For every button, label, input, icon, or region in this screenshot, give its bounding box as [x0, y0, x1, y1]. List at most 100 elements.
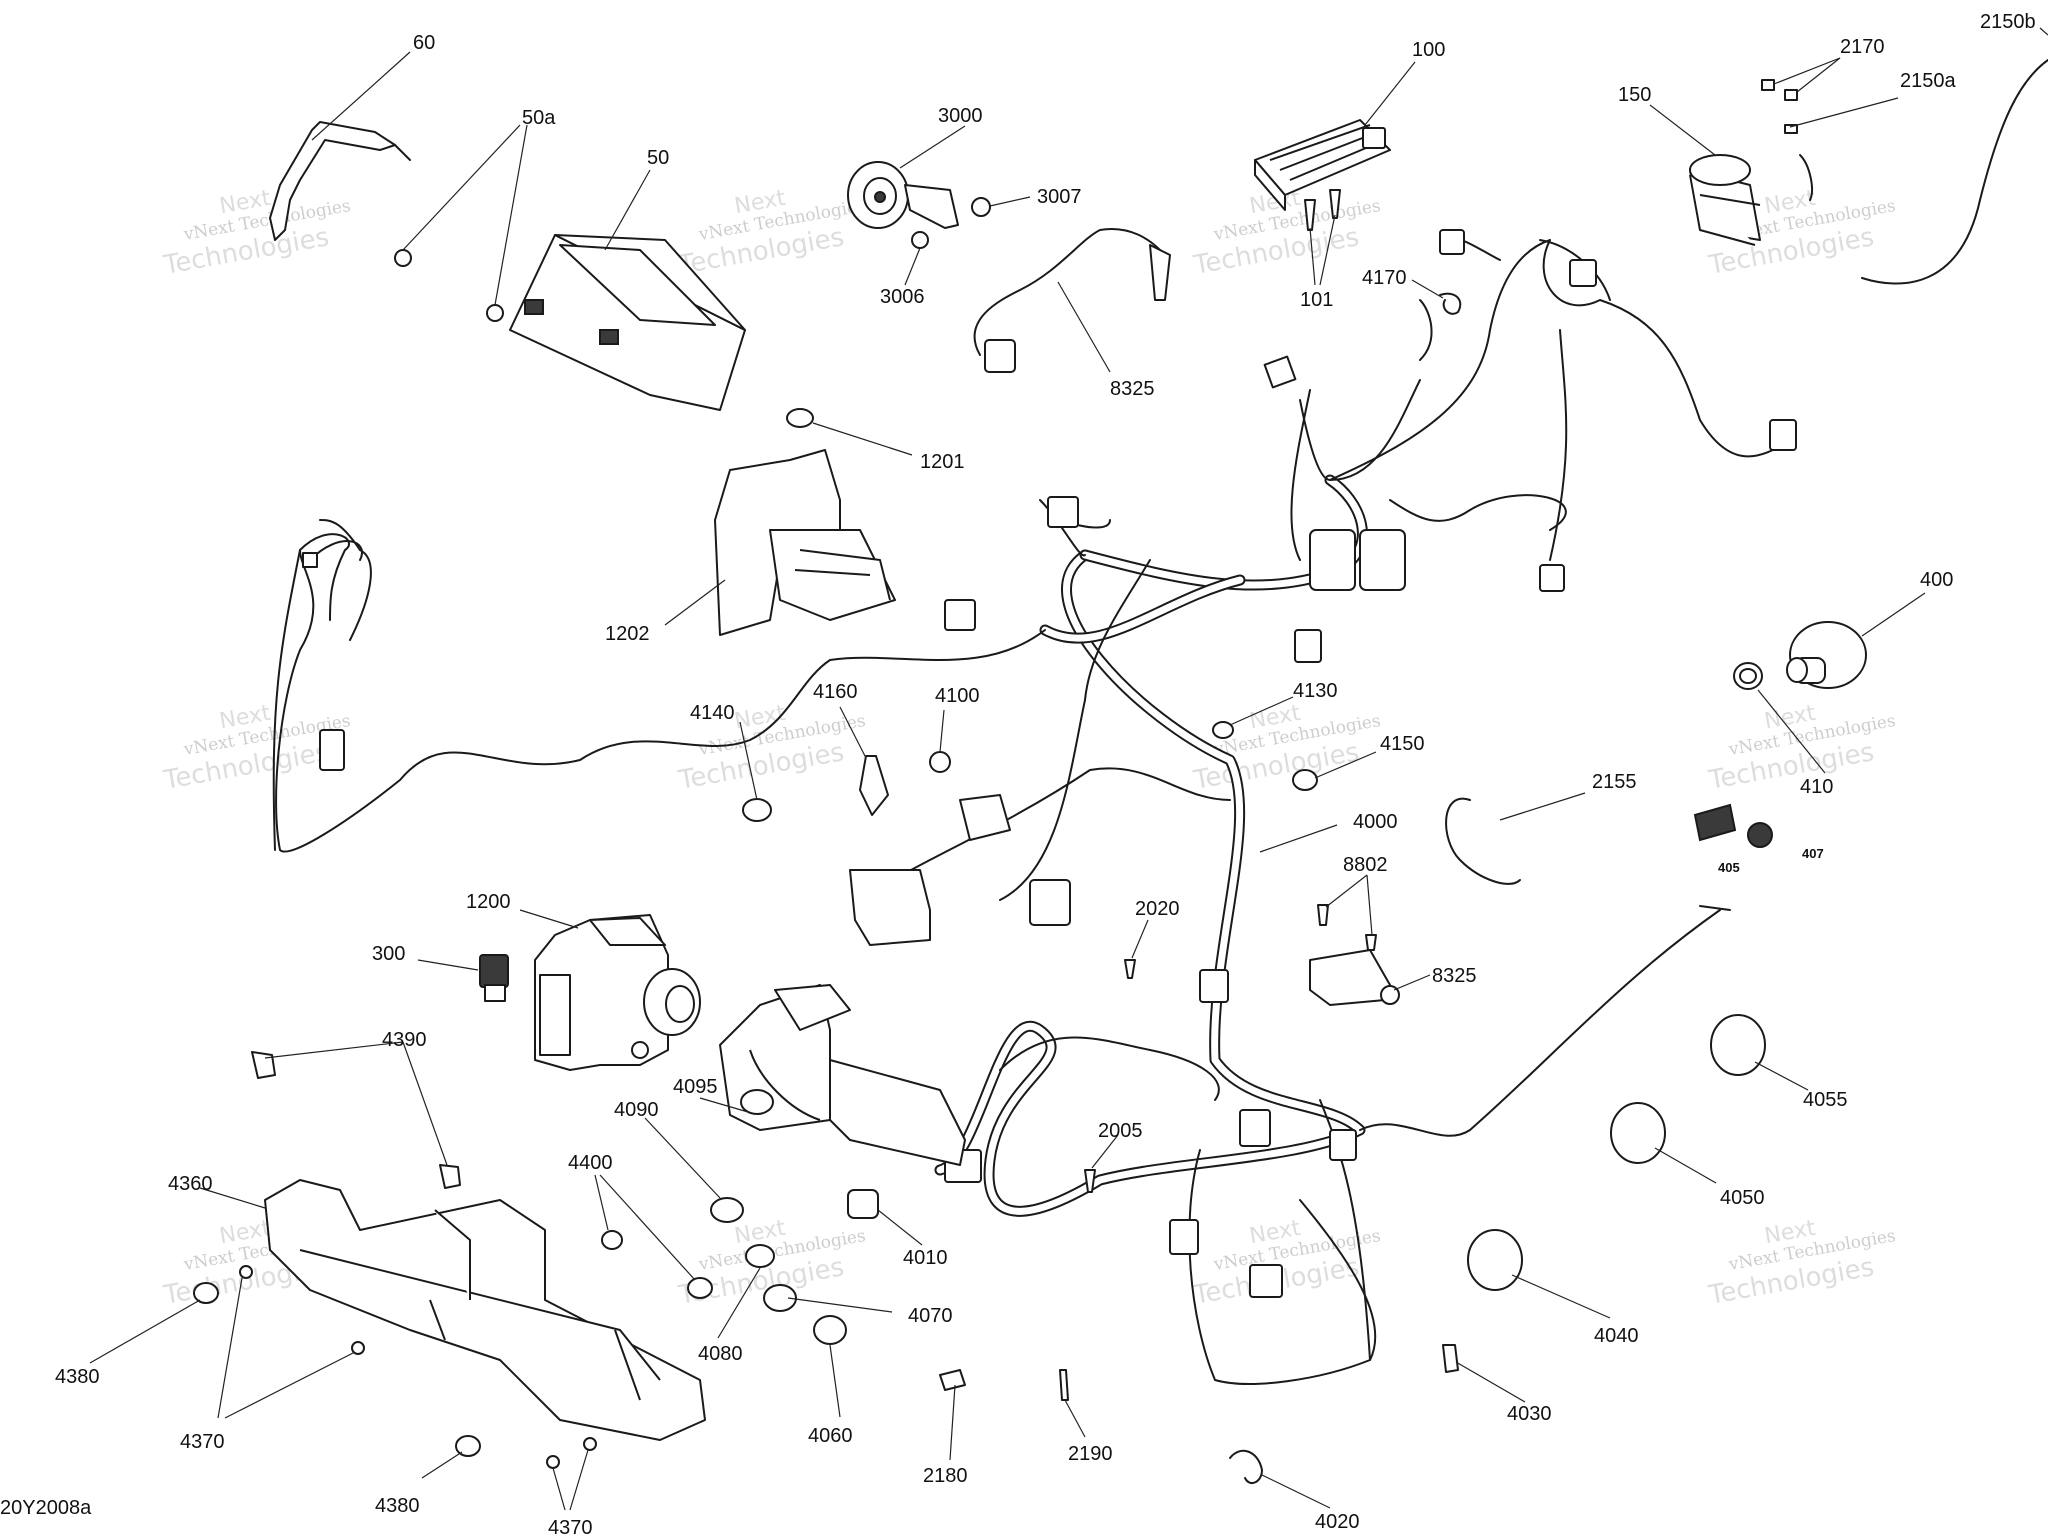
- callout-4020: 4020: [1315, 1511, 1360, 1533]
- nut: [546, 1455, 560, 1469]
- callout-50a: 50a: [522, 107, 556, 129]
- mounting-frame: [264, 1179, 706, 1441]
- callout-400: 400: [1920, 569, 1953, 591]
- callout-4030: 4030: [1507, 1403, 1552, 1425]
- callout-4130: 4130: [1293, 680, 1338, 702]
- switch: [479, 954, 509, 1002]
- connector: [1047, 496, 1079, 528]
- callout-2180: 2180: [923, 1465, 968, 1487]
- abs-mount-assembly: [719, 984, 966, 1166]
- callout-3006: 3006: [880, 286, 925, 308]
- callout-100: 100: [1412, 39, 1445, 61]
- clamp: [1212, 721, 1234, 739]
- clamp: [763, 1284, 797, 1312]
- watermark: Next vNext Technologies Technologies: [161, 186, 353, 281]
- connector: [1539, 564, 1565, 592]
- screw: [1124, 959, 1136, 979]
- watermark: Next vNext Technologies Technologies: [1191, 1216, 1383, 1311]
- cable-tie: [859, 755, 889, 816]
- callout-8325-bottom: 8325: [1432, 965, 1477, 987]
- callout-4040: 4040: [1594, 1325, 1639, 1347]
- callout-410: 410: [1800, 776, 1833, 798]
- cable: [1861, 59, 2048, 285]
- clamp: [1292, 769, 1318, 791]
- callout-300: 300: [372, 943, 405, 965]
- parts: [193, 59, 2048, 1485]
- clip: [251, 1051, 276, 1079]
- clamp: [740, 1089, 774, 1115]
- clip: [1442, 1344, 1459, 1373]
- connector: [1569, 259, 1597, 287]
- callout-3007: 3007: [1037, 186, 1082, 208]
- screw: [1329, 189, 1341, 219]
- callout-2170: 2170: [1840, 36, 1885, 58]
- callout-2150b: 2150b: [1980, 11, 2036, 33]
- callout-4170: 4170: [1362, 267, 1407, 289]
- terminal: [1784, 124, 1798, 134]
- nut: [583, 1437, 597, 1451]
- nut: [351, 1341, 365, 1355]
- terminal: [1059, 1369, 1069, 1401]
- connector: [319, 729, 345, 771]
- callout-150: 150: [1618, 84, 1651, 106]
- callout-1201: 1201: [920, 451, 965, 473]
- callout-4095: 4095: [673, 1076, 718, 1098]
- control-module: [1254, 119, 1391, 211]
- watermark: Next vNext Technologies Technologies: [1191, 186, 1383, 281]
- yaw-sensor: [1309, 949, 1400, 1006]
- clip: [439, 1164, 461, 1189]
- callout-60: 60: [413, 32, 435, 54]
- clamp: [813, 1315, 847, 1345]
- grommet: [786, 408, 814, 428]
- ring: [1739, 668, 1757, 684]
- callout-2150a: 2150a: [1900, 70, 1956, 92]
- callout-4360: 4360: [168, 1173, 213, 1195]
- figure-code: 20Y2008a: [0, 1497, 92, 1519]
- connector: [1199, 969, 1229, 1003]
- cable: [1799, 154, 1813, 201]
- clamp: [601, 1230, 623, 1250]
- bracket: [269, 121, 396, 241]
- connector: [1309, 529, 1356, 591]
- watermarks: Next vNext Technologies Technologies Nex…: [161, 186, 1898, 1311]
- callout-4055: 4055: [1803, 1089, 1848, 1111]
- callout-4060: 4060: [808, 1425, 853, 1447]
- callout-4070: 4070: [908, 1305, 953, 1327]
- callout-4400: 4400: [568, 1152, 613, 1174]
- callout-4390: 4390: [382, 1029, 427, 1051]
- callout-1202: 1202: [605, 623, 650, 645]
- battery: [509, 234, 746, 411]
- watermark: Next vNext Technologies Technologies: [1706, 1216, 1898, 1311]
- hose-clamp: [1467, 1229, 1523, 1291]
- callout-4080: 4080: [698, 1343, 743, 1365]
- nut: [239, 1265, 253, 1279]
- callout-405: 405: [1718, 860, 1740, 875]
- cable-loop: [1445, 797, 1521, 885]
- clamp: [742, 798, 772, 822]
- connector: [1249, 1264, 1283, 1298]
- callout-4000: 4000: [1353, 811, 1398, 833]
- callout-8802: 8802: [1343, 854, 1388, 876]
- terminal: [939, 1369, 966, 1391]
- terminal: [1761, 79, 1775, 91]
- hose-clamp: [1710, 1014, 1766, 1076]
- connector: [1439, 229, 1465, 255]
- watermark: Next vNext Technologies Technologies: [1191, 701, 1383, 796]
- screw: [1084, 1169, 1096, 1193]
- connector: [1029, 879, 1071, 926]
- abs-module: [534, 914, 701, 1071]
- sensor-cable: [973, 228, 1171, 373]
- speed-sensor: [1786, 621, 1867, 689]
- horn: [847, 161, 991, 249]
- clamp: [929, 751, 951, 773]
- callout-labels: 60 50a 50 3000 3007 3006 100 101 4170 15…: [55, 11, 2036, 1536]
- callout-4370-bottom: 4370: [548, 1517, 593, 1536]
- callout-4380-left: 4380: [55, 1366, 100, 1388]
- callout-8325-top: 8325: [1110, 378, 1155, 400]
- main-wiring-harness: [272, 229, 1797, 1385]
- clip: [1229, 1449, 1263, 1485]
- clip: [1439, 292, 1462, 315]
- connector: [1329, 1129, 1357, 1161]
- cap: [1747, 822, 1773, 848]
- callout-2155: 2155: [1592, 771, 1637, 793]
